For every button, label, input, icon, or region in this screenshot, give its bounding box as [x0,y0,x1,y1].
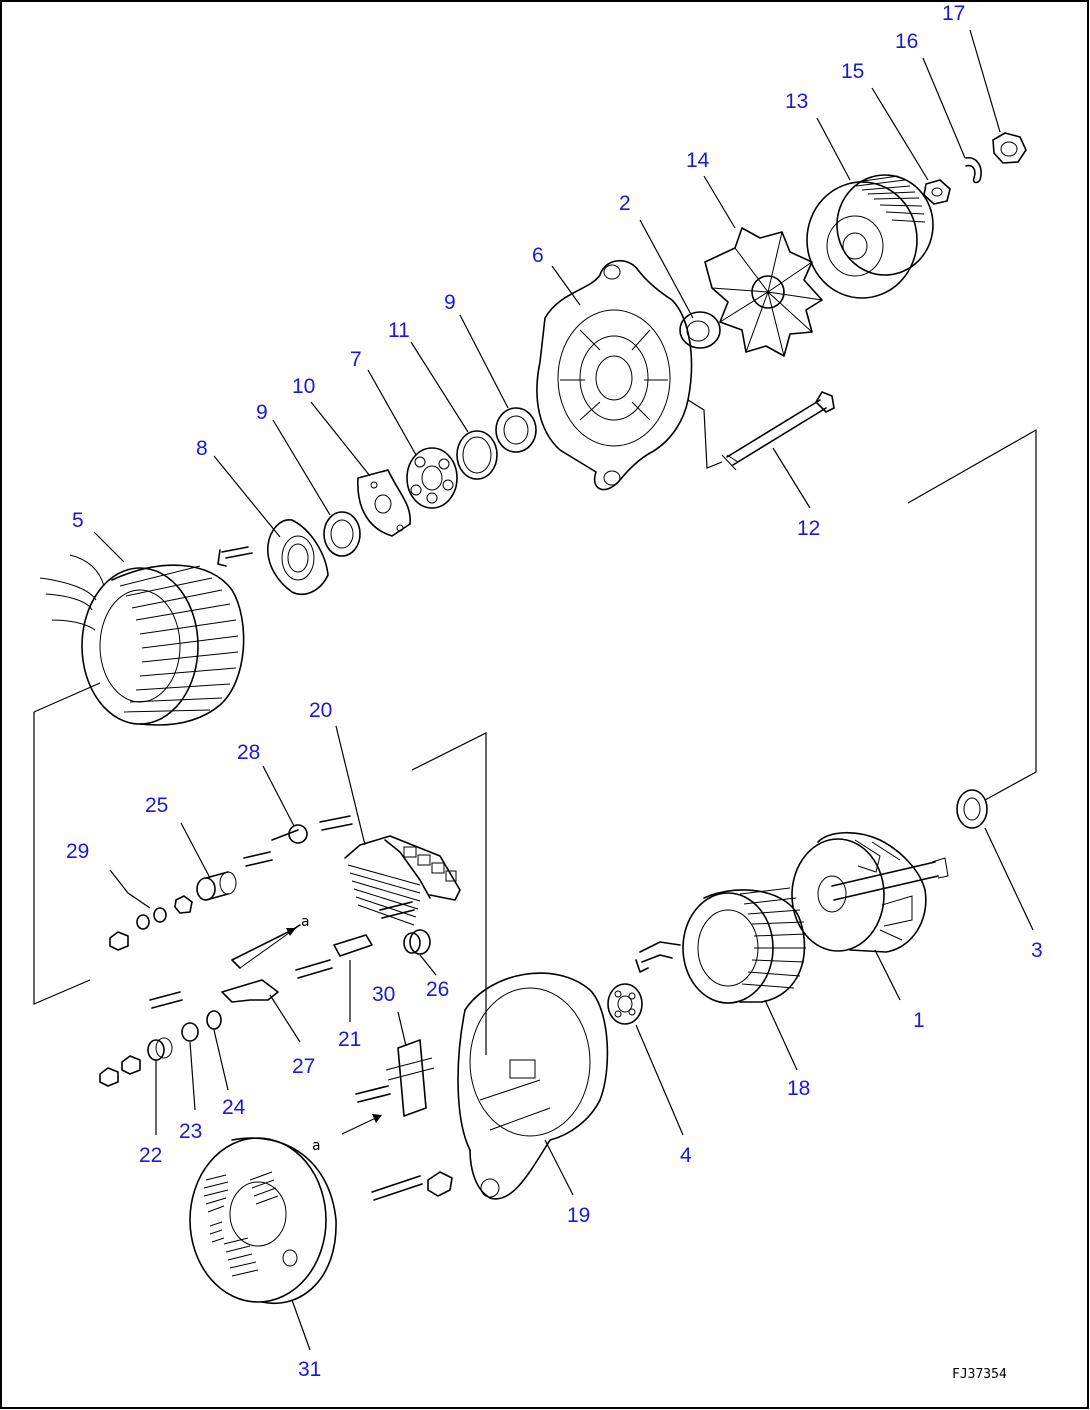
part-19-rear-bracket [371,972,609,1201]
callout-21: 21 [338,1028,361,1051]
part-31-rear-cover [189,1137,337,1304]
callout-12: 12 [797,517,820,540]
part-6-front-bracket [536,260,693,491]
callout-15: 15 [841,60,864,83]
callout-19: 19 [567,1204,590,1227]
callout-18: 18 [787,1077,810,1100]
callout-28: 28 [237,741,260,764]
leader-lines [93,29,1034,1351]
callout-30: 30 [372,983,395,1006]
part-9-lower-seal [323,511,361,557]
callout-9-lower: 9 [256,401,268,424]
part-24-washer [206,1010,222,1030]
callout-26: 26 [426,978,449,1001]
callout-24: 24 [222,1096,246,1119]
callout-25: 25 [145,794,168,817]
part-25-bushing [196,871,237,901]
callout-20: 20 [309,699,332,722]
part-12-through-bolt [687,391,835,471]
part-29-washer-nut [109,907,167,951]
part-1-rotor [791,831,949,953]
callout-22: 22 [139,1144,162,1167]
callout-7: 7 [350,348,362,371]
view-arrow-upper [239,927,297,969]
callout-11: 11 [388,319,410,342]
callout-17: 17 [942,2,965,25]
callout-27: 27 [292,1055,315,1078]
part-21-screw [295,934,373,979]
part-28-terminal [243,824,308,867]
callout-23: 23 [179,1120,202,1143]
part-22-bushing [147,1037,173,1061]
part-10-plate [357,469,411,537]
part-18-field-coil [635,887,807,1004]
callout-16: 16 [895,30,918,53]
part-3-spacer [907,428,1037,829]
part-8-retainer [217,519,329,596]
callout-9-upper: 9 [444,291,456,314]
part-2-spacer [679,311,721,349]
part-27-lead-plate [149,924,301,1009]
part-nut-small [174,895,193,914]
part-13-pulley [806,174,934,299]
part-17-nut [992,132,1027,164]
part-23-bushing [181,1022,199,1042]
part-15-washer [923,179,951,205]
part-4-bearing [607,983,643,1025]
callout-1: 1 [913,1009,925,1032]
part-5-stator [33,554,245,1005]
callout-14: 14 [686,149,710,172]
part-30-regulator [355,1039,435,1117]
part-9-upper-seal [495,407,537,453]
callout-5: 5 [72,509,84,532]
view-mark-a-lower: a [312,1138,320,1154]
callout-4: 4 [680,1144,692,1167]
part-26-bushing [403,929,431,955]
part-nuts-lower [99,1055,141,1087]
callout-13: 13 [785,90,808,113]
part-7-bearing [406,447,458,509]
view-arrow-lower [341,1114,382,1135]
callout-10: 10 [292,375,315,398]
part-20-rectifier [319,732,487,1055]
part-11-ring [456,430,498,480]
callout-29: 29 [66,840,89,863]
drawing-code: FJ37354 [952,1367,1007,1382]
part-14-fan [704,227,823,357]
callout-8: 8 [196,437,208,460]
callout-3: 3 [1031,939,1043,962]
callout-31: 31 [298,1358,321,1381]
callout-numbers: 1 2 3 4 5 6 7 8 9 9 10 11 12 13 14 15 16… [66,2,1043,1381]
callout-6: 6 [532,244,544,267]
part-16-snap-ring [965,156,982,184]
view-mark-a-upper: a [301,914,309,930]
callout-2: 2 [619,192,631,215]
